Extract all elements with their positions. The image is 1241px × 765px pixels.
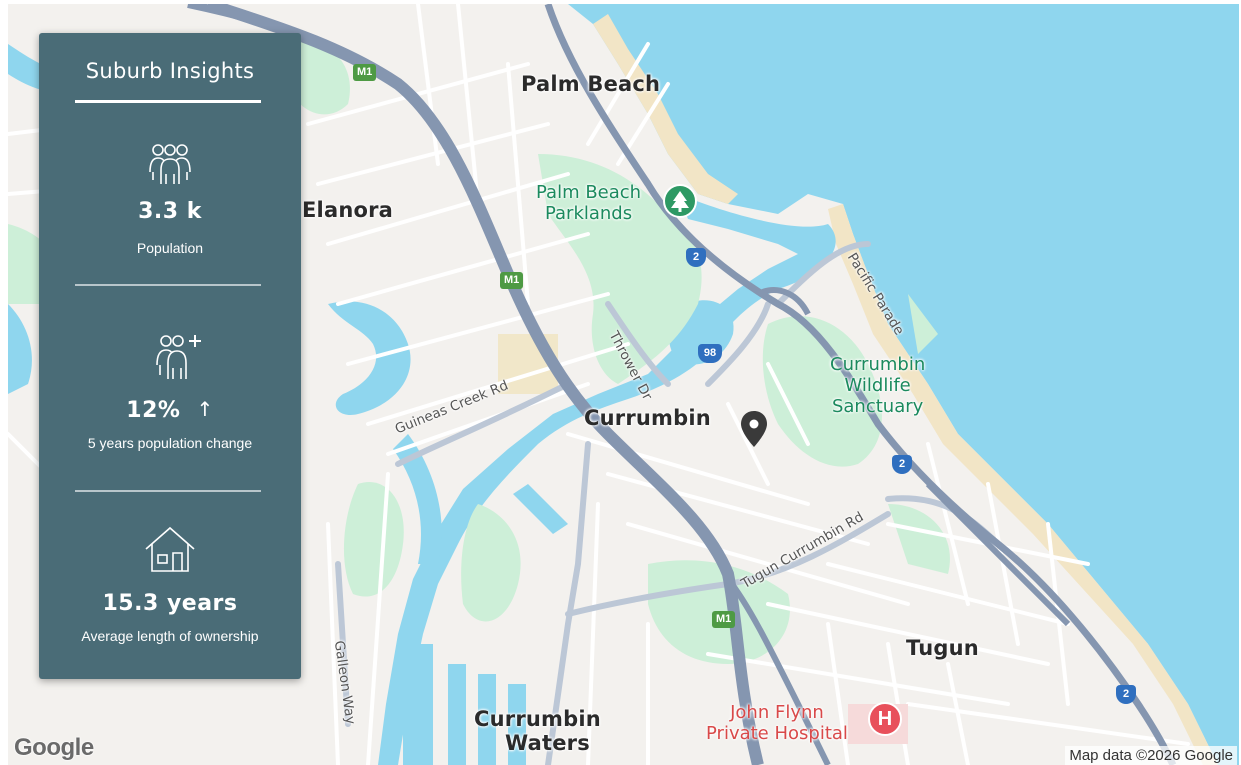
place-john-flynn-hospital: John Flynn Private Hospital bbox=[706, 702, 848, 744]
place-currumbin-wildlife-sanctuary: Currumbin Wildlife Sanctuary bbox=[830, 354, 926, 417]
stat-population-value: 3.3 k bbox=[138, 199, 202, 224]
divider bbox=[75, 490, 261, 492]
route-shield-98: 98 bbox=[698, 344, 722, 363]
place-palm-beach-parklands: Palm Beach Parklands bbox=[536, 182, 642, 224]
people-group-icon bbox=[39, 140, 301, 195]
route-shield-2: 2 bbox=[686, 248, 706, 267]
trend-up-arrow-icon: ↑ bbox=[196, 397, 214, 421]
suburb-elanora: Elanora bbox=[302, 198, 394, 222]
park-tree-icon[interactable] bbox=[663, 184, 697, 218]
suburb-tugun: Tugun bbox=[906, 636, 979, 660]
suburb-palm-beach: Palm Beach bbox=[521, 72, 661, 96]
stat-population-change-value: 12%↑ bbox=[126, 397, 214, 423]
title-underline bbox=[75, 100, 261, 103]
house-icon bbox=[39, 525, 301, 580]
route-shield-m1: M1 bbox=[353, 64, 377, 81]
pacific-highway bbox=[544, 4, 1177, 765]
people-add-icon bbox=[51, 331, 301, 390]
route-shield-m1: M1 bbox=[500, 272, 524, 289]
map-attribution[interactable]: Map data ©2026 Google bbox=[1065, 746, 1237, 765]
route-shield-2: 2 bbox=[1116, 685, 1136, 704]
panel-title: Suburb Insights bbox=[85, 59, 255, 83]
parkland bbox=[8, 42, 950, 664]
divider bbox=[75, 284, 261, 286]
stat-population-change-label: 5 years population change bbox=[87, 435, 253, 451]
map-view[interactable]: Palm Beach Elanora Currumbin Tugun Curru… bbox=[8, 4, 1239, 765]
hospital-icon[interactable]: H bbox=[868, 702, 902, 736]
route-shield-m1: M1 bbox=[712, 611, 736, 628]
stat-ownership-value: 15.3 years bbox=[102, 591, 238, 616]
google-logo: Google bbox=[14, 734, 94, 761]
suburb-currumbin-waters: Currumbin Waters bbox=[474, 707, 601, 755]
stat-population-label: Population bbox=[136, 240, 204, 256]
suburb-currumbin: Currumbin bbox=[584, 406, 711, 430]
suburb-insights-panel: Suburb Insights 3.3 k Population 12%↑ 5 … bbox=[39, 33, 301, 679]
route-shield-2: 2 bbox=[892, 455, 912, 474]
stat-ownership-label: Average length of ownership bbox=[81, 628, 259, 644]
location-pin-icon[interactable] bbox=[739, 410, 769, 453]
